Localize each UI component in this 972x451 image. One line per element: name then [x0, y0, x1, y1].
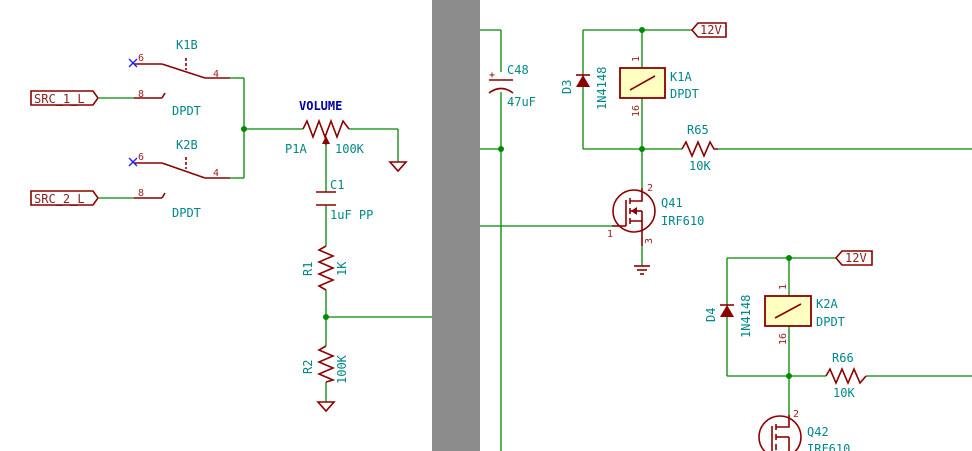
- mosfet-q41[interactable]: 2 1 3 Q41 IRF610: [607, 183, 704, 246]
- svg-text:10K: 10K: [833, 386, 855, 400]
- switch-k1b[interactable]: K1B 6 8 4 DPDT: [134, 38, 230, 118]
- svg-text:D3: D3: [560, 80, 574, 94]
- svg-text:8: 8: [138, 188, 144, 199]
- ground-symbol-q41: [634, 265, 650, 275]
- svg-text:2: 2: [793, 409, 799, 420]
- net-label-12v-top[interactable]: 12V: [690, 22, 727, 38]
- potentiometer-p1a[interactable]: VOLUME P1A 100K: [285, 99, 365, 156]
- svg-text:6: 6: [138, 53, 144, 64]
- svg-text:2: 2: [647, 183, 653, 194]
- net-label-src2[interactable]: SRC_2_L: [30, 190, 99, 206]
- svg-text:R1: R1: [301, 262, 315, 276]
- capacitor-c48[interactable]: + C48 47uF: [488, 63, 536, 109]
- svg-text:4: 4: [213, 69, 219, 80]
- svg-text:R66: R66: [832, 351, 854, 365]
- svg-text:SRC_2_L: SRC_2_L: [34, 192, 85, 206]
- svg-text:R65: R65: [687, 123, 709, 137]
- svg-text:C48: C48: [507, 63, 529, 77]
- svg-text:DPDT: DPDT: [816, 315, 845, 329]
- svg-text:3: 3: [644, 238, 655, 244]
- divider-bar: [432, 0, 480, 451]
- no-connect-k1b: [128, 58, 138, 68]
- svg-text:Q41: Q41: [661, 196, 683, 210]
- svg-text:1uF PP: 1uF PP: [330, 208, 373, 222]
- svg-text:IRF610: IRF610: [807, 442, 850, 451]
- svg-text:12V: 12V: [845, 251, 867, 265]
- wires-relay: [480, 27, 972, 451]
- svg-text:SRC_1_L: SRC_1_L: [34, 92, 85, 106]
- diode-d3[interactable]: D3 1N4148: [560, 67, 609, 110]
- net-label-12v-bottom[interactable]: 12V: [834, 250, 873, 266]
- ground-symbol-pot: [388, 161, 408, 173]
- svg-text:DPDT: DPDT: [172, 206, 201, 220]
- svg-text:1N4148: 1N4148: [739, 295, 753, 338]
- resistor-r2[interactable]: R2 100K: [301, 345, 349, 384]
- svg-text:6: 6: [138, 152, 144, 163]
- svg-text:16: 16: [631, 105, 642, 117]
- svg-text:DPDT: DPDT: [172, 104, 201, 118]
- svg-text:K2A: K2A: [816, 297, 838, 311]
- resistor-r66[interactable]: R66 10K: [825, 351, 867, 400]
- svg-text:4: 4: [213, 168, 219, 179]
- wires-input: [98, 77, 432, 402]
- svg-text:16: 16: [778, 333, 789, 345]
- svg-text:47uF: 47uF: [507, 95, 536, 109]
- relay-coil-k1a[interactable]: 1 16 K1A DPDT: [619, 56, 699, 117]
- relay-coil-k2a[interactable]: 1 16 K2A DPDT: [764, 284, 845, 345]
- resistor-r65[interactable]: R65 10K: [681, 123, 718, 173]
- svg-text:1: 1: [607, 229, 613, 240]
- svg-text:IRF610: IRF610: [661, 214, 704, 228]
- svg-text:DPDT: DPDT: [670, 87, 699, 101]
- svg-text:12V: 12V: [700, 23, 722, 37]
- net-label-src1[interactable]: SRC_1_L: [30, 90, 99, 106]
- svg-text:D4: D4: [704, 308, 718, 322]
- diode-d4[interactable]: D4 1N4148: [704, 295, 753, 338]
- svg-text:K1A: K1A: [670, 70, 692, 84]
- switch-k2b[interactable]: K2B 6 8 4 DPDT: [134, 138, 230, 220]
- svg-text:P1A: P1A: [285, 142, 307, 156]
- svg-text:+: +: [489, 70, 495, 81]
- svg-text:1: 1: [631, 56, 642, 62]
- svg-text:8: 8: [138, 89, 144, 100]
- svg-text:100K: 100K: [335, 142, 365, 156]
- mosfet-q42[interactable]: 2 Q42 IRF610: [758, 409, 850, 451]
- k2b-ref: K2B: [176, 138, 198, 152]
- svg-text:R2: R2: [301, 360, 315, 374]
- k1b-ref: K1B: [176, 38, 198, 52]
- svg-text:10K: 10K: [689, 159, 711, 173]
- no-connect-k2b: [128, 157, 138, 167]
- resistor-r1[interactable]: R1 1K: [301, 245, 349, 291]
- svg-text:100K: 100K: [335, 354, 349, 384]
- capacitor-c1[interactable]: C1 1uF PP: [316, 178, 373, 222]
- svg-text:Q42: Q42: [807, 425, 829, 439]
- svg-text:1: 1: [778, 284, 789, 290]
- volume-label: VOLUME: [299, 99, 342, 113]
- ground-symbol-r2: [316, 401, 336, 413]
- svg-text:1N4148: 1N4148: [595, 67, 609, 110]
- svg-text:1K: 1K: [335, 261, 349, 276]
- svg-text:C1: C1: [330, 178, 344, 192]
